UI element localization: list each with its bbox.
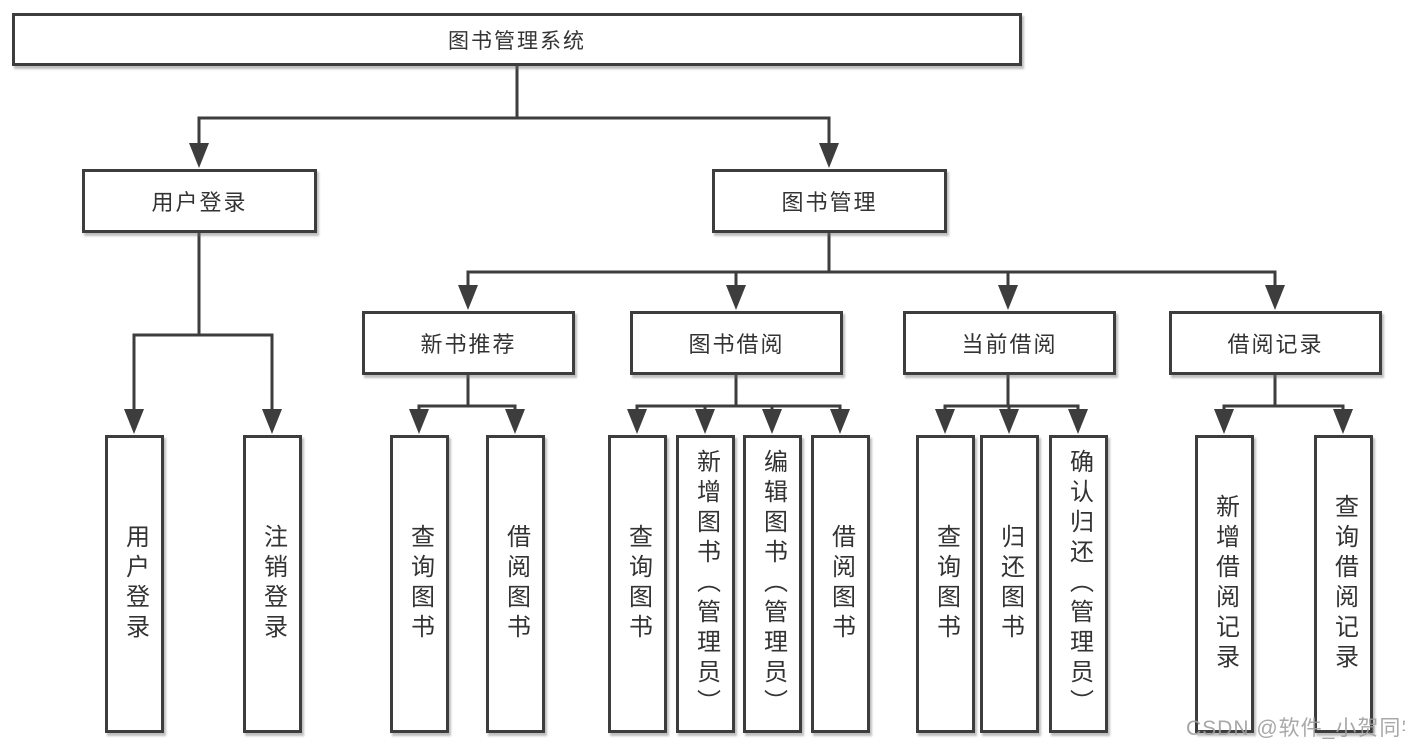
- arrowhead-icon: [998, 285, 1018, 310]
- node-br-query-record: 查询借阅记录: [1314, 435, 1373, 733]
- node-cb-query-books: 查询图书: [916, 435, 975, 733]
- connector-borrow-records-to-leaves: [1214, 373, 1353, 434]
- arrowhead-icon: [458, 285, 478, 310]
- node-user-login: 用户登录: [82, 169, 317, 233]
- connector-book-borrow-to-leaves: [627, 373, 850, 434]
- arrowhead-icon: [830, 409, 850, 434]
- node-br-add-record: 新增借阅记录: [1195, 435, 1254, 733]
- arrowhead-icon: [1333, 409, 1353, 434]
- node-cb-confirm-return-admin: 确认归还（管理员）: [1049, 435, 1108, 733]
- arrowhead-icon: [1265, 285, 1285, 310]
- connector-book-mgmt-to-level3: [458, 231, 1285, 310]
- arrowhead-icon: [505, 409, 525, 434]
- arrowhead-icon: [1068, 409, 1088, 434]
- arrowhead-icon: [189, 143, 209, 168]
- arrowhead-icon: [819, 143, 839, 168]
- arrowhead-icon: [695, 409, 715, 434]
- node-bb-borrow-books: 借阅图书: [811, 435, 870, 733]
- arrowhead-icon: [1214, 409, 1234, 434]
- connector-new-book-rec-to-leaves: [409, 373, 525, 434]
- node-borrowing-records: 借阅记录: [1169, 311, 1382, 375]
- connector-user-login-to-leaves: [124, 231, 282, 434]
- watermark: CSDN @软件_小贺同学: [1186, 717, 1405, 740]
- node-book-management: 图书管理: [712, 169, 947, 233]
- node-library-system: 图书管理系统: [12, 13, 1022, 66]
- arrowhead-icon: [409, 409, 429, 434]
- node-book-borrowing: 图书借阅: [630, 311, 843, 375]
- node-current-borrowing: 当前借阅: [903, 311, 1116, 375]
- arrowhead-icon: [726, 285, 746, 310]
- node-cb-return-books: 归还图书: [980, 435, 1039, 733]
- connector-root-to-level2: [189, 62, 839, 168]
- arrowhead-icon: [262, 409, 282, 434]
- node-rec-query-books: 查询图书: [390, 435, 449, 733]
- arrowhead-icon: [124, 409, 144, 434]
- arrowhead-icon: [999, 409, 1019, 434]
- node-new-book-recommend: 新书推荐: [362, 311, 575, 375]
- connector-current-borrow-to-leaves: [935, 373, 1088, 434]
- node-bb-edit-book-admin: 编辑图书（管理员）: [743, 435, 802, 733]
- node-user-login-leaf: 用户登录: [105, 435, 164, 733]
- arrowhead-icon: [762, 409, 782, 434]
- arrowhead-icon: [627, 409, 647, 434]
- node-logout: 注销登录: [243, 435, 302, 733]
- arrowhead-icon: [935, 409, 955, 434]
- node-rec-borrow-books: 借阅图书: [486, 435, 545, 733]
- node-bb-add-book-admin: 新增图书（管理员）: [676, 435, 735, 733]
- node-bb-query-books: 查询图书: [608, 435, 667, 733]
